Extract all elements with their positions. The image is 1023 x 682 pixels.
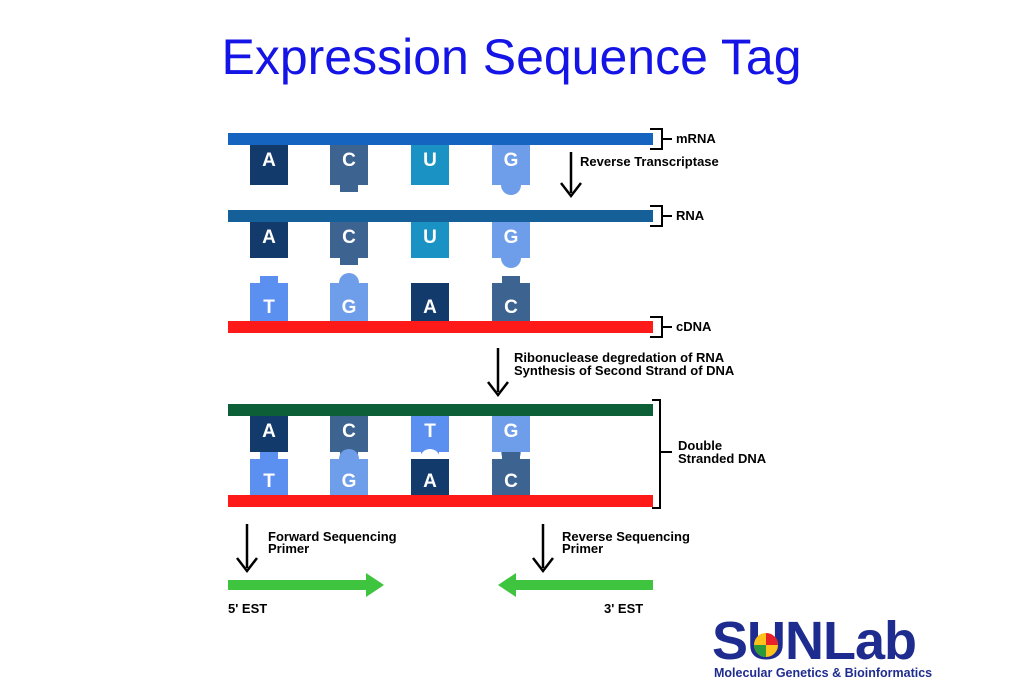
est5-arrow [228,573,384,597]
double-stranded-label-2: Stranded DNA [678,451,767,466]
cdna-strand [228,321,653,333]
mrna-base-c: C [330,145,368,192]
double-stranded-label-1: Double [678,438,722,453]
ds-top-base-letter: T [424,421,436,442]
forward-primer-label-1: Forward Sequencing [268,529,397,544]
mrna-strand [228,133,653,145]
mrna-base-a: A [250,145,288,195]
nucleotide-bases: A C U G A C U G T G A C A C T G T G A C [250,145,530,495]
mrna-base-g: G [492,145,530,195]
forward-primer-arrow-head [236,557,258,574]
mrna-label: mRNA [676,131,716,146]
rna-label: RNA [676,208,705,223]
reverse-transcriptase-label: Reverse Transcriptase [580,154,719,169]
rna-strand [228,210,653,222]
logo-subtitle: Molecular Genetics & Bioinformatics [714,666,933,680]
ds-bracket [652,399,672,509]
cdna-base-t: T [250,276,288,321]
ds-top-base-letter: G [504,421,519,442]
sun-icon [754,633,778,657]
ribonuclease-label-1: Ribonuclease degredation of RNA [514,350,725,365]
est3-arrow [498,573,653,597]
rna-base-letter: G [504,227,519,248]
slide-title: Expression Sequence Tag [221,29,802,85]
ds-bottom-base-letter: T [263,471,275,492]
ds-top-strand [228,404,653,416]
rna-bracket [650,205,672,227]
ds-bottom-base-letter: G [342,471,357,492]
ds-bottom-base-t: T [250,452,288,495]
mrna-base-u: U [411,145,449,192]
ds-bottom-strand [228,495,653,507]
rna-base-a: A [250,222,288,268]
mrna-base-letter: G [504,150,519,171]
sunlab-logo-word: SUNLab [712,610,917,672]
mrna-base-letter: U [423,150,437,171]
cdna-base-c: C [492,276,530,321]
rna-base-u: U [411,222,449,265]
reverse-primer-arrow-head [532,557,554,574]
logo-word-lab: Lab [823,611,917,671]
cdna-base-letter: C [504,297,518,318]
mrna-base-letter: C [342,150,356,171]
cdna-bracket [650,316,672,338]
ds-bottom-base-g: G [330,449,368,495]
reverse-primer-label-1: Reverse Sequencing [562,529,690,544]
est3-label: 3' EST [604,601,643,616]
ds-bottom-base-letter: C [504,471,518,492]
reverse-transcriptase-arrow-head [560,182,582,199]
est5-label: 5' EST [228,601,267,616]
ds-bottom-base-a: A [411,449,449,495]
cdna-base-letter: G [342,297,357,318]
ds-top-base-letter: C [342,421,356,442]
cdna-base-a: A [411,273,449,321]
ribonuclease-arrow-head [487,381,509,398]
ds-bottom-base-letter: A [423,471,437,492]
cdna-base-letter: A [423,297,437,318]
ribonuclease-label-2: Synthesis of Second Strand of DNA [514,363,735,378]
cdna-label: cDNA [676,319,712,334]
ds-top-base-letter: A [262,421,276,442]
forward-primer-label-2: Primer [268,541,309,556]
ds-top-base-a: A [250,416,288,462]
mrna-base-letter: A [262,150,276,171]
ds-bottom-base-c: C [492,452,530,495]
rna-base-letter: U [423,227,437,248]
mrna-bracket [650,128,672,150]
sunlab-logo: SUNLab Molecular Genetics & Bioinformati… [712,611,992,680]
cdna-base-g: G [330,273,368,321]
cdna-base-letter: T [263,297,275,318]
rna-base-letter: A [262,227,276,248]
rna-base-g: G [492,222,530,268]
rna-base-c: C [330,222,368,265]
reverse-primer-label-2: Primer [562,541,603,556]
rna-base-letter: C [342,227,356,248]
